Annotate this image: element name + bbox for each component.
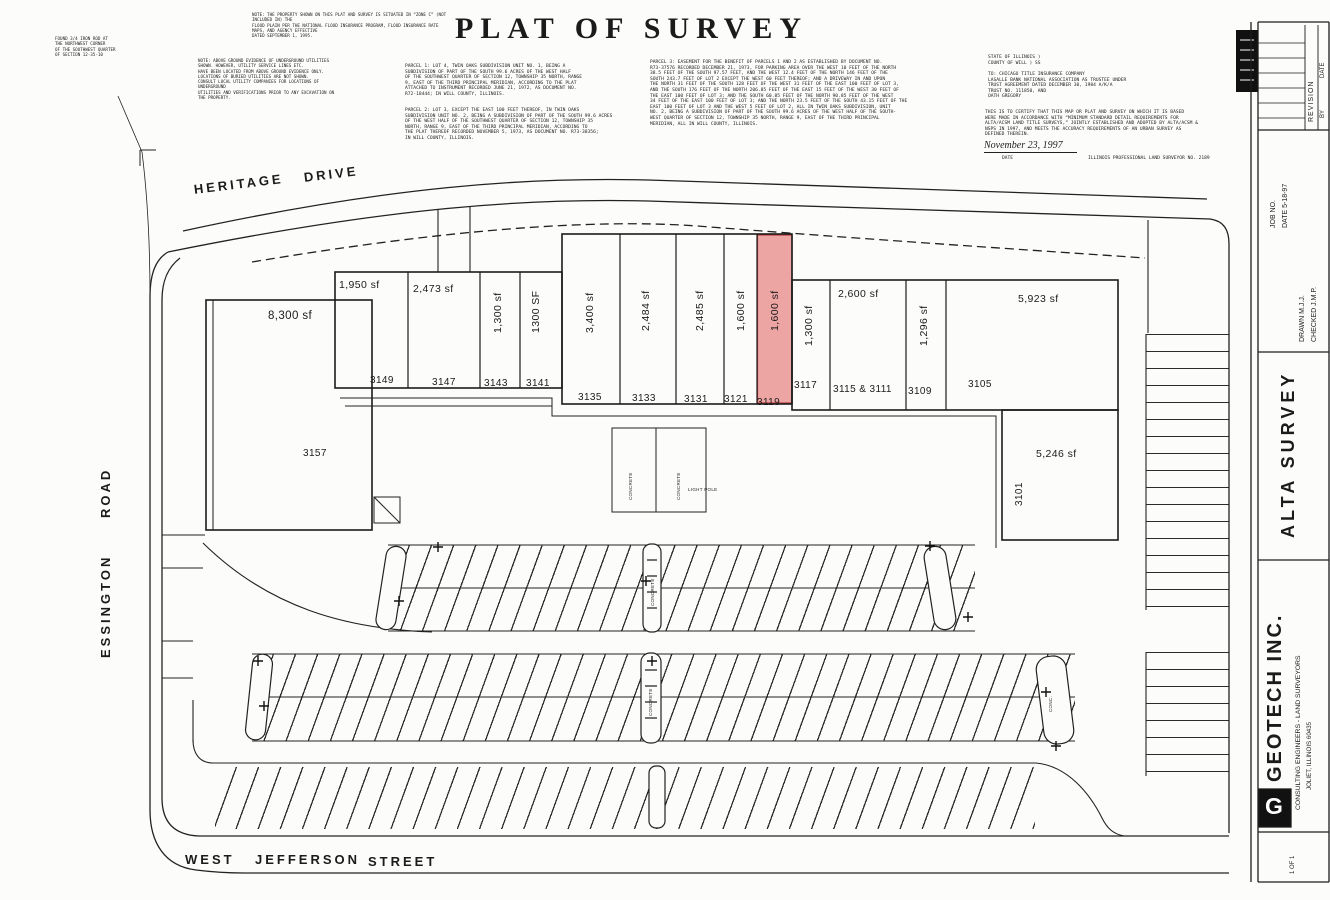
sheet-number: 1 OF 1 — [1290, 855, 1296, 874]
drives-and-curbs — [162, 207, 1149, 837]
job-number: JOB NO. — [1270, 199, 1277, 228]
unit-sf-label: 2,485 sf — [694, 290, 706, 331]
unit-address: 3147 — [432, 377, 456, 388]
light-pole-label: LIGHT POLE — [688, 487, 718, 492]
street-essington-road-word: ROAD — [98, 467, 113, 518]
revision-by-col: BY — [1320, 109, 1326, 118]
utility-note: NOTE: ABOVE GROUND EVIDENCE OF UNDERGROU… — [198, 58, 335, 100]
walks-and-pads — [340, 397, 997, 548]
unit-sf-label: 1,300 sf — [803, 305, 815, 346]
unit-sf-label: 1,300 sf — [492, 292, 504, 333]
certification-date: November 23, 1997 — [984, 140, 1077, 153]
survey-type: ALTA SURVEY — [1278, 370, 1298, 538]
unit-address: 3135 — [578, 392, 602, 403]
unit-sf-label: 5,923 sf — [1018, 293, 1059, 305]
titleblock-frame — [1250, 21, 1330, 883]
certification-date-label: DATE — [1002, 156, 1014, 161]
unit-sf-label: 1,600 sf — [735, 290, 747, 331]
certification-body: THIS IS TO CERTIFY THAT THIS MAP OR PLAT… — [985, 110, 1198, 138]
surveyor-license: ILLINOIS PROFESSIONAL LAND SURVEYOR NO. … — [1088, 156, 1210, 161]
unit-address: 3157 — [303, 448, 327, 459]
certification-to: TO: CHICAGO TITLE INSURANCE COMPANY LASA… — [988, 72, 1127, 100]
unit-address: 3141 — [526, 378, 550, 389]
unit-sf-label: 8,300 sf — [268, 310, 313, 322]
concrete-label: CONCRETE — [650, 578, 655, 606]
unit-address: 3105 — [968, 379, 992, 390]
unit-sf-label: 2,484 sf — [640, 290, 652, 331]
certification-state: STATE OF ILLINOIS ) COUNTY OF WILL ) SS — [988, 55, 1041, 66]
roads — [117, 95, 1230, 874]
street-street-word: STREET — [368, 854, 438, 869]
unit-sf-label: 2,600 sf — [838, 288, 879, 300]
unit-address: 3115 & 3111 — [833, 384, 892, 395]
street-west: WEST — [185, 852, 235, 867]
recorder-stamp — [1236, 30, 1258, 92]
street-essington-word: ESSINGTON — [98, 554, 113, 658]
building-outline — [205, 233, 1119, 541]
light-pole-symbols — [253, 541, 1061, 751]
unit-address: 3149 — [370, 375, 394, 386]
firm-name: GEOTECH INC. — [1264, 613, 1286, 782]
checked-by: CHECKED J.M.P. — [1311, 286, 1318, 342]
parking-islands — [244, 543, 1075, 829]
conc-label: CONC. — [1048, 696, 1053, 712]
concrete-label: CONCRETE — [628, 472, 633, 500]
unit-address: 3131 — [684, 394, 708, 405]
drawn-by: DRAWN M.J.J. — [1299, 295, 1306, 342]
firm-city: JOLIET, ILLINOIS 60435 — [1306, 721, 1313, 790]
unit-sf-label: 1300 SF — [530, 290, 542, 334]
unit-sf-label: 5,246 sf — [1036, 448, 1077, 460]
unit-sf-label: 1,296 sf — [918, 305, 930, 346]
unit-address: 3101 — [1014, 482, 1025, 506]
unit-sf-label: 3,400 sf — [584, 292, 596, 333]
revision-header: REVISION — [1308, 80, 1315, 122]
unit-address: 3143 — [484, 378, 508, 389]
east-parking-stalls-lower — [1146, 652, 1229, 776]
unit-sf-label-highlighted[interactable]: 1,600 sf — [769, 290, 781, 331]
concrete-label: CONCRETE — [648, 688, 653, 716]
job-date: DATE 5-18-97 — [1282, 183, 1289, 228]
east-parking-stalls-upper — [1146, 334, 1229, 610]
street-jefferson: JEFFERSON — [255, 852, 361, 867]
concrete-label: CONCRETE — [676, 472, 681, 500]
revision-date-col: DATE — [1320, 62, 1326, 78]
unit-sf-label: 2,473 sf — [413, 283, 454, 295]
parcel-2-legal: PARCEL 2: LOT 3, EXCEPT THE EAST 100 FEE… — [405, 108, 613, 141]
sheet-title: PLAT OF SURVEY — [455, 12, 809, 45]
flood-zone-note: NOTE: THE PROPERTY SHOWN ON THIS PLAT AN… — [252, 12, 447, 38]
unit-address: 3109 — [908, 386, 932, 397]
parcel-3-legal: PARCEL 3: EASEMENT FOR THE BENEFIT OF PA… — [650, 60, 908, 127]
unit-address: 3117 — [794, 380, 818, 391]
unit-address: 3121 — [724, 394, 748, 405]
corner-monument-note: FOUND 3/4 IRON ROD AT THE NORTHWEST CORN… — [55, 36, 116, 57]
parking-row-c-hatch — [215, 767, 1035, 829]
firm-tagline: CONSULTING ENGINEERS - LAND SURVEYORS — [1295, 655, 1302, 810]
unit-address: 3133 — [632, 393, 656, 404]
highlighted-unit-3119[interactable] — [756, 234, 793, 404]
unit-address-highlighted[interactable]: 3119 — [757, 397, 781, 408]
geotech-logo: G — [1265, 793, 1283, 819]
parcel-1-legal: PARCEL 1: LOT 4, TWIN OAKS SUBDIVISION U… — [405, 64, 583, 97]
unit-sf-label: 1,950 sf — [339, 279, 380, 291]
